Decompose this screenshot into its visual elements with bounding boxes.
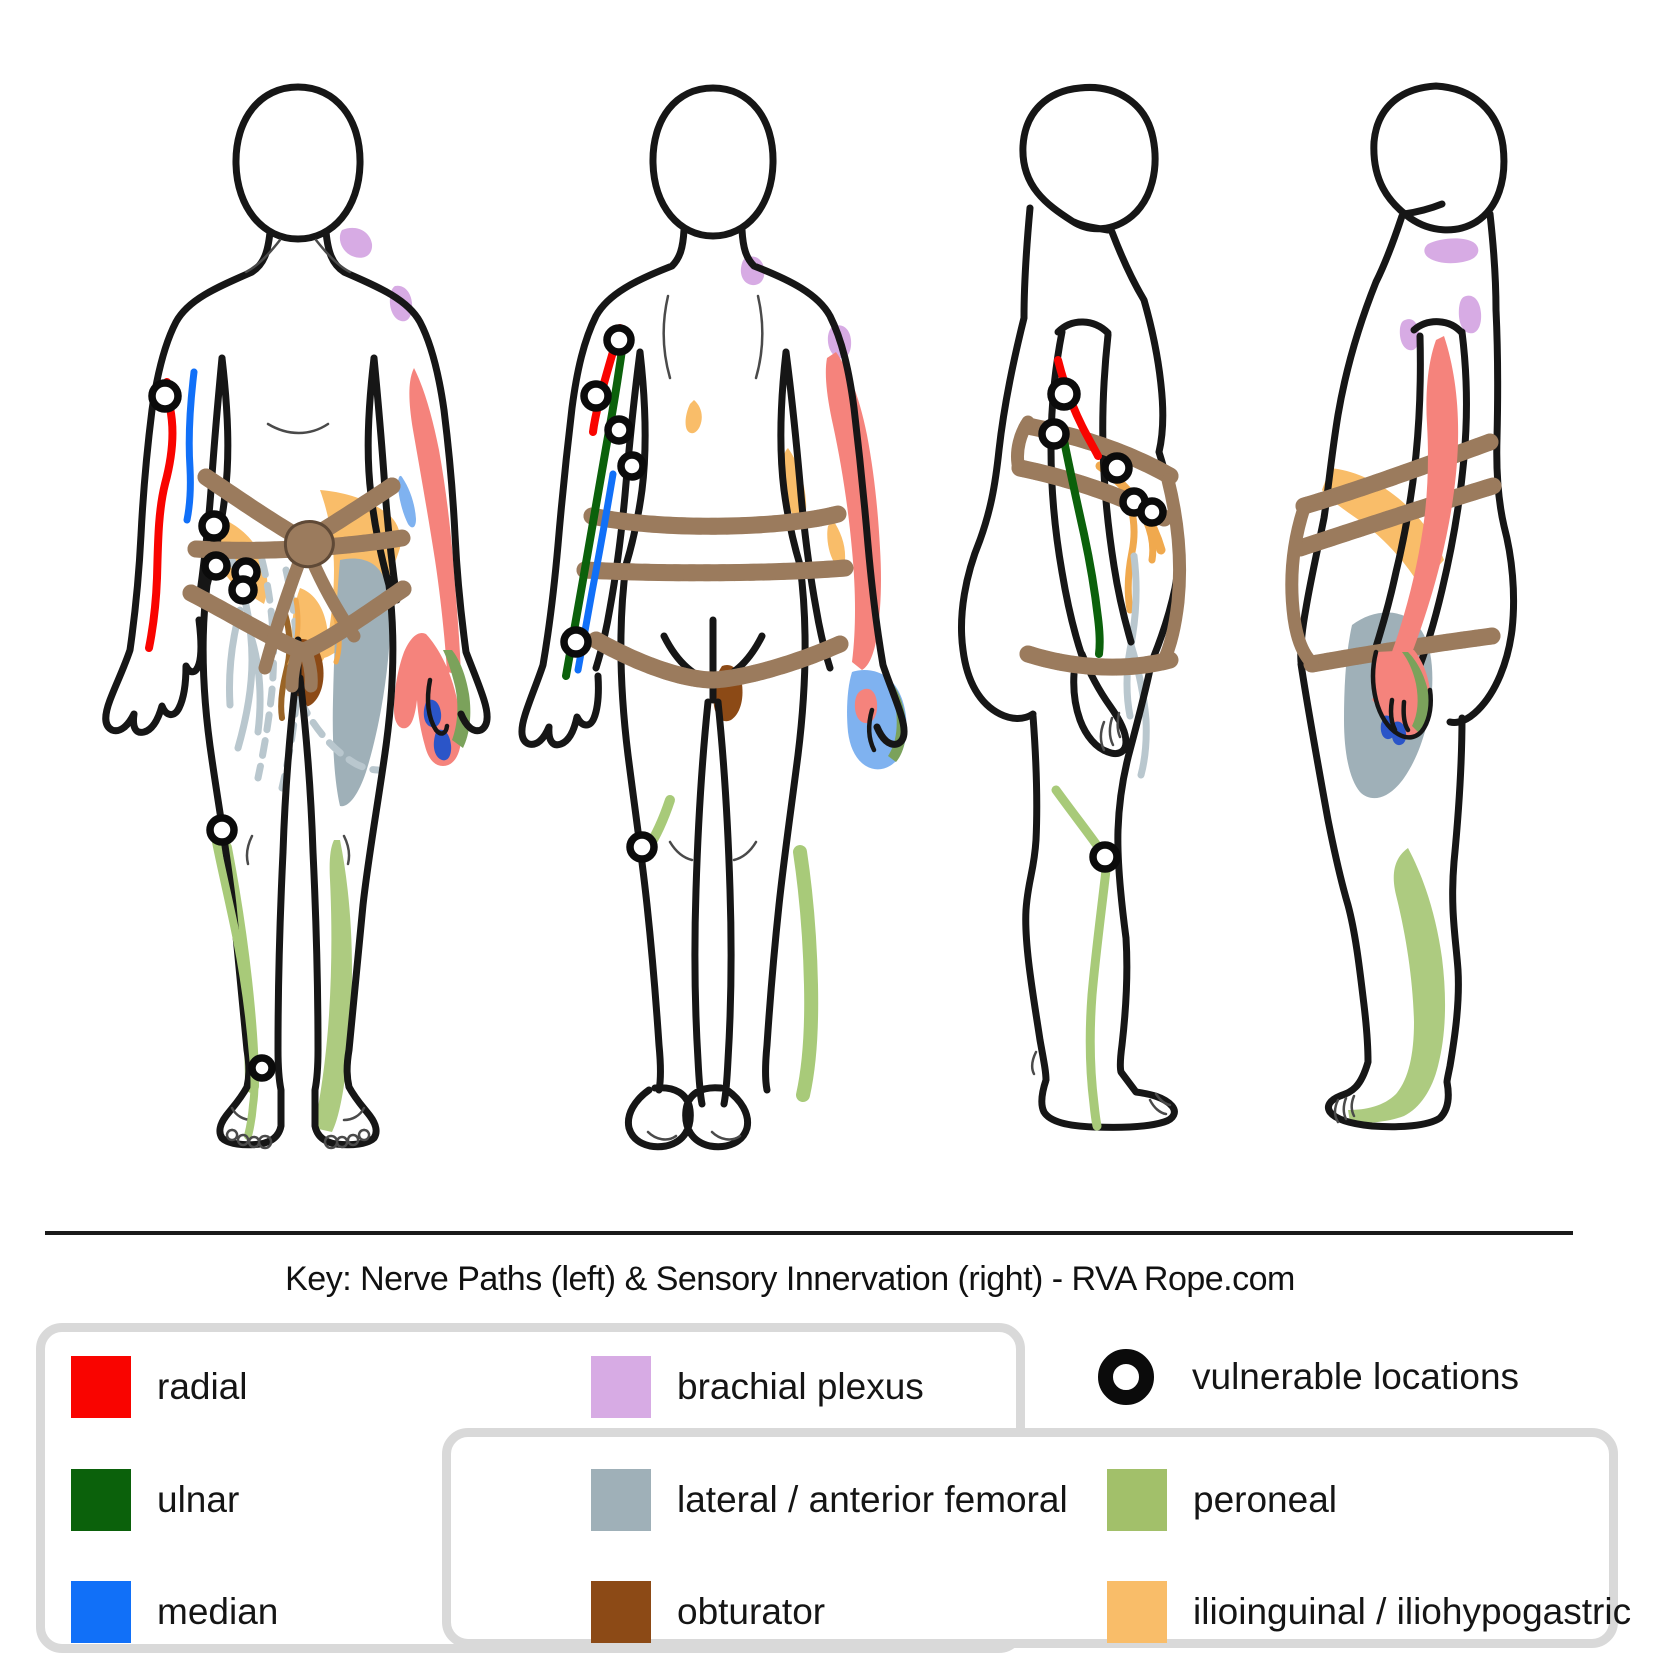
peroneal-swatch [1107, 1469, 1167, 1531]
vulnerable-location-ring-icon [1098, 1349, 1154, 1405]
vulnerable-location-marker [560, 626, 592, 658]
vulnerable-location-marker [228, 575, 258, 605]
ilioinguinal-region-back [685, 400, 846, 568]
peroneal-nerve-path [212, 838, 259, 1140]
vulnerable-location-marker [1038, 418, 1070, 450]
hand-detail-back-right [867, 707, 877, 753]
body-outline-back [518, 84, 908, 1151]
rope-center-knot [283, 520, 335, 569]
peroneal-region-side [1348, 848, 1446, 1123]
vulnerable-location-marker [617, 451, 647, 481]
vulnerable-location-marker [1089, 841, 1121, 873]
figure-side-view-nerve-paths [958, 83, 1187, 1131]
vulnerable-location-marker [604, 415, 634, 445]
hand-detail-front-right [425, 677, 450, 736]
legend-label: vulnerable locations [1192, 1356, 1520, 1397]
body-outline-side-left [958, 83, 1183, 1131]
brachial-plexus-swatch [591, 1356, 651, 1418]
legend-label: ulnar [157, 1479, 240, 1520]
ulnar-nerve-path-back [562, 332, 628, 680]
peroneal-nerve-path-side [1051, 785, 1113, 1131]
vulnerable-locations-back [560, 324, 658, 863]
vulnerable-location-marker [626, 831, 658, 863]
median-sensory-region [398, 475, 416, 528]
median-nerve-path [183, 368, 198, 524]
figure-side-view-sensory [1285, 82, 1518, 1131]
vulnerable-location-marker [1137, 497, 1167, 527]
peroneal-region-calf-back [793, 845, 819, 1102]
radial-sensory-region-back [825, 352, 881, 670]
obturator-nerve-path [278, 602, 293, 721]
body-detail-lines-back [646, 294, 764, 1141]
legend-label: lateral / anterior femoral [677, 1479, 1068, 1520]
figure-back-view [518, 84, 908, 1151]
median-swatch [71, 1581, 131, 1643]
legend-label: brachial plexus [677, 1366, 924, 1407]
vulnerable-location-marker [603, 324, 635, 356]
body-detail-lines-front [230, 238, 366, 1122]
radial-sensory-region [394, 368, 462, 766]
legend-label: peroneal [1193, 1479, 1338, 1520]
ilioinguinal-iliohypogastric-swatch [1107, 1581, 1167, 1643]
rope-strand-side-right [1285, 501, 1319, 670]
rope-texture-side-left [1020, 426, 1170, 667]
lateral-anterior-femoral-swatch [591, 1469, 651, 1531]
vulnerable-locations-front [148, 379, 276, 1082]
vulnerable-location-marker [201, 551, 231, 581]
ulnar-swatch [71, 1469, 131, 1531]
key-title: Key: Nerve Paths (left) & Sensory Innerv… [285, 1260, 1295, 1298]
legend-label: ilioinguinal / iliohypogastric [1193, 1591, 1632, 1632]
vulnerable-location-marker [580, 380, 612, 412]
vulnerable-location-marker [248, 1054, 276, 1082]
legend-label: radial [157, 1366, 248, 1407]
legend-box-leg-nerves: lateral / anterior femoral obturator per… [442, 1428, 1631, 1648]
ulnar-sensory-hand-side [1402, 652, 1430, 734]
vulnerable-locations-side-left [1038, 377, 1167, 873]
obturator-swatch [591, 1581, 651, 1643]
vulnerable-location-marker [1047, 377, 1081, 411]
radial-swatch [71, 1356, 131, 1418]
hand-outline-side-right [1370, 649, 1433, 740]
vulnerable-location-marker [148, 379, 182, 413]
brachial-plexus-region-back [740, 256, 852, 359]
toe-details-side-right [1333, 1094, 1356, 1124]
median-thenar-spot [854, 688, 878, 724]
radial-sensory-region-side [1372, 336, 1459, 712]
legend-label: median [157, 1591, 279, 1632]
rope-strands [258, 553, 361, 693]
toe-details-front [225, 1128, 371, 1150]
vulnerable-location-marker [206, 814, 238, 846]
rope-strand-side-left [1011, 415, 1187, 669]
vulnerable-location-marker [198, 510, 230, 542]
body-detail-side-left [1031, 711, 1172, 1116]
legend-label: obturator [677, 1591, 826, 1632]
nerve-diagram-figures [102, 82, 1518, 1151]
ulnar-nerve-path-side [1058, 426, 1104, 658]
vulnerable-location-marker [1101, 452, 1133, 484]
brachial-plexus-region-side [1399, 238, 1482, 351]
peroneal-sensory-region [314, 840, 352, 1132]
figure-front-view [102, 83, 491, 1150]
divider-line [45, 1231, 1573, 1235]
